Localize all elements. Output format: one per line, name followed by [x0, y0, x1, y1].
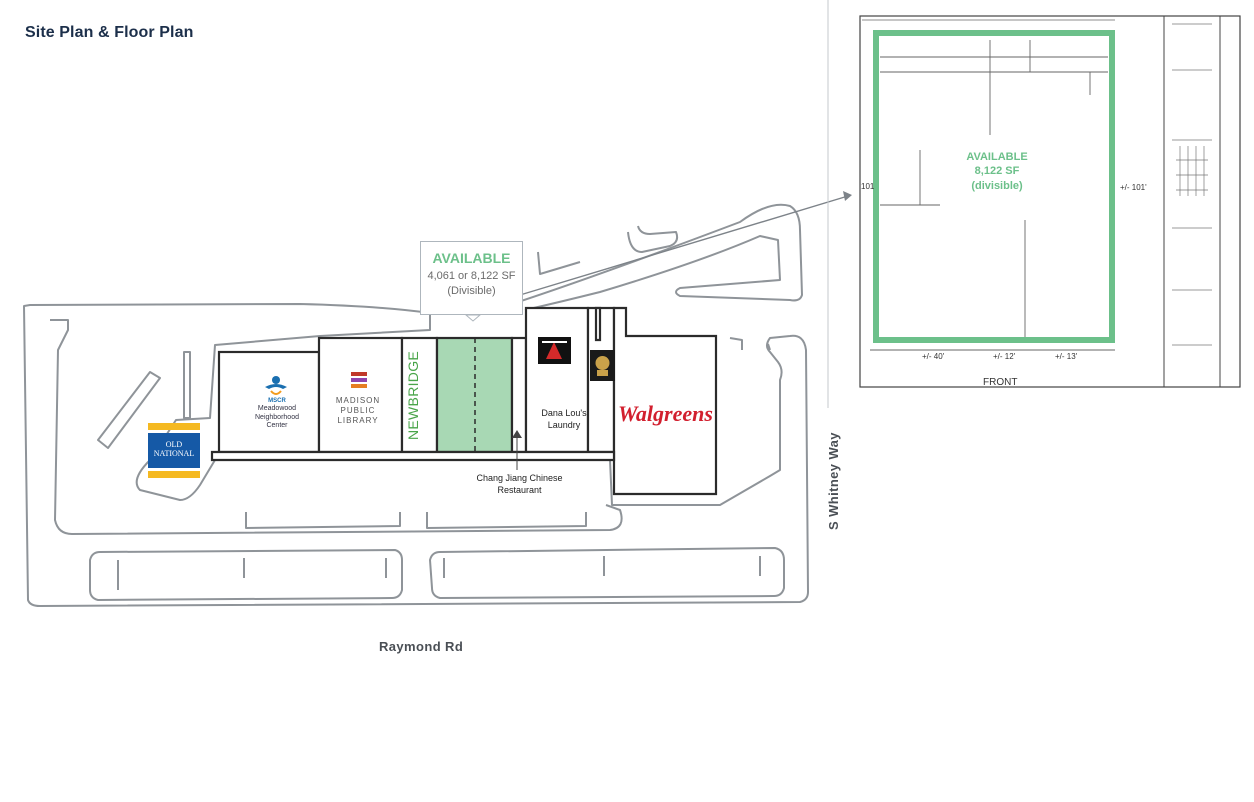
floor-plan	[859, 15, 1241, 388]
front-label: FRONT	[983, 377, 1018, 388]
library-logo-icon	[351, 372, 367, 388]
dim-left: 101	[861, 182, 875, 191]
chang-jiang-arrow	[512, 430, 522, 470]
road-whitney: S Whitney Way	[826, 432, 841, 530]
building-walgreens	[612, 306, 718, 496]
curb-island	[97, 371, 161, 449]
dim-bottom-2: +/- 12'	[993, 352, 1016, 361]
available-outline	[873, 30, 1115, 343]
fp-size: 8,122 SF	[974, 165, 1020, 178]
mnc-logo-icon	[265, 376, 287, 395]
available-callout[interactable]: AVAILABLE 4,061 or 8,122 SF (Divisible)	[420, 241, 523, 315]
dim-bottom-3: +/- 13'	[1055, 352, 1078, 361]
restaurant-logo-icon	[590, 350, 615, 381]
walgreens-logo: Walgreens	[618, 401, 713, 426]
callout-size: 4,061 or 8,122 SF	[427, 270, 516, 282]
parking-island-right	[429, 547, 785, 599]
connector-arrowhead	[843, 191, 852, 201]
newbridge-logo: NEWBRIDGE	[405, 350, 421, 440]
mnc-label: MSCR Meadowood Neighborhood Center	[244, 376, 310, 430]
parking-island-left	[89, 549, 403, 601]
callout-note: (Divisible)	[447, 285, 496, 298]
callout-status: AVAILABLE	[432, 250, 511, 266]
road-raymond: Raymond Rd	[379, 639, 464, 654]
mnc-logo-text: MSCR	[268, 398, 286, 404]
dim-right: +/- 101'	[1120, 183, 1147, 192]
connector-arrow	[519, 195, 849, 296]
old-national-label: OLD NATIONAL	[148, 433, 200, 468]
fp-note: (divisible)	[971, 179, 1023, 192]
access-road	[479, 203, 803, 315]
chang-jiang-label: Chang Jiang Chinese Restaurant	[476, 473, 563, 495]
page-title: Site Plan & Floor Plan	[25, 24, 194, 41]
site-boundary	[23, 303, 809, 607]
fp-status: AVAILABLE	[966, 151, 1028, 163]
inner-road	[50, 319, 623, 535]
old-national-logo: OLD NATIONAL	[148, 423, 200, 479]
dana-lous-label: Dana Lou's Laundry	[541, 408, 587, 431]
mnc-name: Meadowood Neighborhood Center	[255, 405, 299, 429]
callout-pointer	[464, 314, 482, 322]
dim-bottom-1: +/- 40'	[922, 352, 945, 361]
dance-studio-logo-icon	[538, 337, 571, 364]
building-library	[317, 336, 404, 454]
floor-plan-available-label[interactable]: AVAILABLE 8,122 SF (divisible)	[952, 150, 1042, 193]
library-label: MADISON PUBLIC LIBRARY	[335, 396, 381, 425]
